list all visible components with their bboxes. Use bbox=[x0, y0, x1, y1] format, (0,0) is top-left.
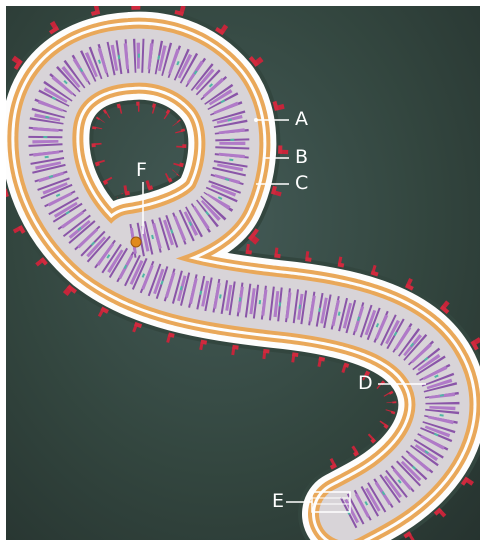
label-e: E bbox=[272, 492, 284, 511]
diagram-canvas: A B C D E F bbox=[6, 6, 480, 540]
genome-end-dot bbox=[131, 237, 141, 247]
label-c: C bbox=[295, 174, 308, 193]
label-a: A bbox=[295, 110, 308, 129]
leader-dot-a bbox=[254, 118, 258, 122]
label-f: F bbox=[136, 161, 147, 180]
label-b: B bbox=[295, 148, 308, 167]
label-d: D bbox=[358, 374, 373, 393]
virion-diagram bbox=[6, 6, 480, 540]
